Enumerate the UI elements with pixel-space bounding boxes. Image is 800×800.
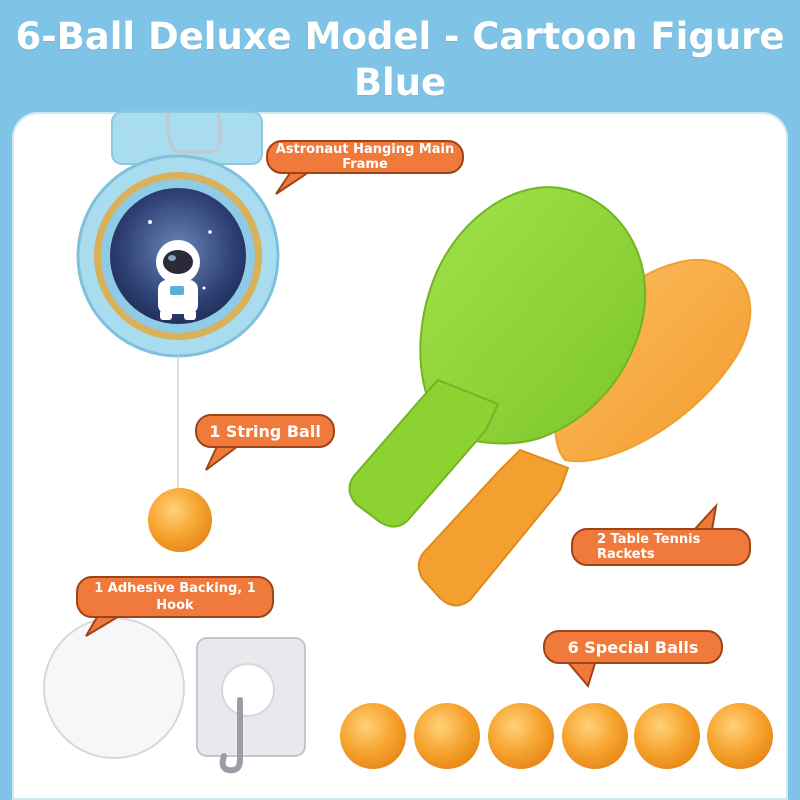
callout-rackets-label: 2 Table Tennis Rackets [597,532,701,562]
special-balls [340,703,773,769]
callout-tail [691,502,718,531]
special-ball [488,703,554,769]
page-title: 6-Ball Deluxe Model - Cartoon Figure Blu… [0,14,800,106]
callout-adhesive: 1 Adhesive Backing, 1 Hook [76,576,274,618]
hanging-frame [76,111,280,492]
astronaut-icon [156,240,200,320]
string-ball [148,488,212,552]
hook-icon [196,637,306,774]
special-ball [562,703,628,769]
callout-rackets: 2 Table Tennis Rackets [571,528,751,566]
callout-string-ball-label: 1 String Ball [209,421,321,441]
special-ball [340,703,406,769]
callout-adhesive-label: 1 Adhesive Backing, 1 Hook [94,581,256,613]
special-ball [414,703,480,769]
special-ball [707,703,773,769]
callout-frame-label: Astronaut Hanging Main Frame [275,142,455,172]
green-racket [348,186,647,528]
title-line-1: 6-Ball Deluxe Model - Cartoon Figure [15,15,785,58]
special-ball [634,703,700,769]
callout-string-ball: 1 String Ball [195,414,335,448]
adhesive-backing [43,617,185,759]
title-line-2: Blue [353,61,447,104]
callout-frame: Astronaut Hanging Main Frame [266,140,464,174]
callout-special-balls-label: 6 Special Balls [567,637,699,657]
callout-special-balls: 6 Special Balls [543,630,723,664]
